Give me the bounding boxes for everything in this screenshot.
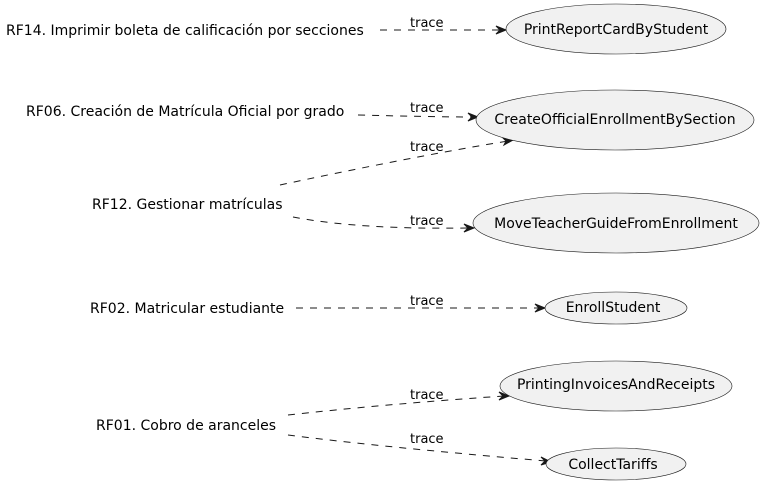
use-cases: PrintReportCardByStudent CreateOfficialE… [472, 3, 760, 481]
trace-rf01-printing-invoices: trace [287, 388, 511, 416]
trace-label: trace [410, 294, 444, 309]
trace-label: trace [410, 101, 444, 116]
trace-rf06-create-official-enrollment: trace [357, 101, 480, 122]
trace-rf02-enroll-student: trace [296, 294, 547, 313]
requirement-rf01: RF01. Cobro de aranceles [96, 418, 276, 434]
use-case-label: PrintReportCardByStudent [524, 22, 709, 38]
trace-relations: trace trace trace trace trace [279, 16, 553, 466]
requirement-rf12: RF12. Gestionar matrículas [92, 197, 283, 213]
arrowhead-icon [540, 456, 553, 466]
use-case-label: EnrollStudent [566, 300, 661, 316]
use-case-label: PrintingInvoicesAndReceipts [517, 377, 715, 393]
use-case-enroll-student: EnrollStudent [544, 291, 688, 325]
arrowhead-icon [463, 223, 476, 233]
requirement-rf02: RF02. Matricular estudiante [90, 301, 284, 317]
requirements: RF14. Imprimir boleta de calificación po… [6, 23, 364, 434]
trace-rf01-collect-tariffs: trace [287, 432, 553, 466]
trace-rf14-print-report-card: trace [380, 16, 508, 35]
arrowhead-icon [467, 112, 480, 122]
trace-label: trace [410, 388, 444, 403]
trace-label: trace [410, 16, 444, 31]
requirement-rf14: RF14. Imprimir boleta de calificación po… [6, 23, 364, 39]
trace-rf12-move-teacher-guide: trace [292, 214, 476, 233]
arrowhead-icon [495, 25, 508, 35]
use-case-create-official-enrollment: CreateOfficialEnrollmentBySection [475, 89, 755, 151]
trace-label: trace [410, 214, 444, 229]
use-case-collect-tariffs: CollectTariffs [545, 447, 687, 481]
use-case-printing-invoices: PrintingInvoicesAndReceipts [499, 360, 733, 412]
use-case-print-report-card: PrintReportCardByStudent [505, 3, 727, 55]
arrowhead-icon [534, 303, 547, 313]
use-case-move-teacher-guide: MoveTeacherGuideFromEnrollment [472, 192, 760, 254]
use-case-label: MoveTeacherGuideFromEnrollment [494, 216, 738, 232]
use-case-label: CollectTariffs [568, 457, 657, 473]
arrowhead-icon [498, 391, 511, 401]
use-case-label: CreateOfficialEnrollmentBySection [494, 112, 735, 128]
trace-rf12-create-official-enrollment: trace [279, 136, 515, 186]
requirement-rf06: RF06. Creación de Matrícula Oficial por … [26, 104, 344, 120]
trace-label: trace [410, 140, 444, 155]
trace-label: trace [410, 432, 444, 447]
